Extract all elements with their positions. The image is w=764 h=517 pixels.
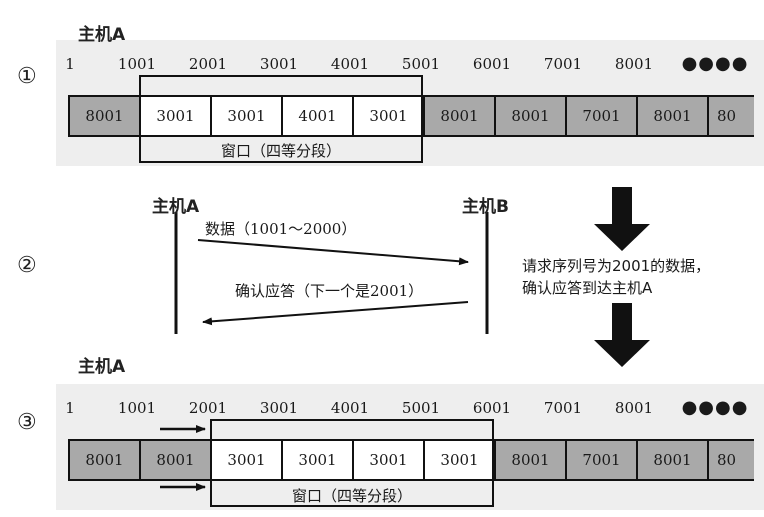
step-3-marker: ③ xyxy=(17,410,37,435)
top-window-label: 窗口（四等分段） xyxy=(220,142,342,160)
top-window-segment: 3001 xyxy=(210,95,281,137)
bottom-window-segment: 3001 xyxy=(210,439,281,481)
top-seq-number: 2001 xyxy=(188,55,228,73)
step-down-arrow-upper xyxy=(594,187,650,251)
bottom-seq-number: 3001 xyxy=(259,399,299,417)
top-seq-number: 6001 xyxy=(472,55,512,73)
top-window-segment: 3001 xyxy=(139,95,210,137)
top-segment: 8001 xyxy=(423,95,494,137)
bottom-segment: 7001 xyxy=(565,439,636,481)
top-seq-number: 8001 xyxy=(614,55,654,73)
bottom-segment: 8001 xyxy=(494,439,565,481)
bottom-seq-number: 1001 xyxy=(117,399,157,417)
top-window-segment: 4001 xyxy=(281,95,352,137)
step-2-marker: ② xyxy=(17,253,37,278)
ack-note-line-1: 请求序列号为2001的数据， xyxy=(522,257,711,275)
bottom-host-a-label: 主机A xyxy=(78,357,126,377)
bottom-continuation-dots: ●●●● xyxy=(681,397,749,418)
top-segment: 7001 xyxy=(565,95,636,137)
bottom-seq-number: 5001 xyxy=(401,399,441,417)
top-segment: 8001 xyxy=(68,95,139,137)
bottom-seq-number: 1 xyxy=(65,399,75,417)
bottom-seq-number: 2001 xyxy=(188,399,228,417)
exchange-host-a-label: 主机A xyxy=(152,197,200,217)
top-seq-number: 1001 xyxy=(117,55,157,73)
top-seq-number: 5001 xyxy=(401,55,441,73)
top-host-a-label: 主机A xyxy=(78,25,126,45)
ack-note: 请求序列号为2001的数据， 确认应答到达主机A xyxy=(522,255,710,299)
top-seq-number: 4001 xyxy=(330,55,370,73)
top-seq-number: 3001 xyxy=(259,55,299,73)
bottom-segment: 8001 xyxy=(636,439,707,481)
ack-message-label: 确认应答（下一个是2001） xyxy=(235,282,424,300)
bottom-segment: 8001 xyxy=(68,439,139,481)
ack-arrow xyxy=(202,301,469,326)
bottom-segment: 80 xyxy=(707,439,754,481)
exchange-host-b-label: 主机B xyxy=(462,197,509,217)
top-seq-number: 7001 xyxy=(543,55,583,73)
data-message-label: 数据（1001～2000） xyxy=(205,220,357,238)
bottom-window-segment: 3001 xyxy=(281,439,352,481)
bottom-seq-number: 6001 xyxy=(472,399,512,417)
ack-note-line-2: 确认应答到达主机A xyxy=(522,279,653,297)
top-segment: 80 xyxy=(707,95,754,137)
top-continuation-dots: ●●●● xyxy=(681,53,749,74)
bottom-window-label: 窗口（四等分段） xyxy=(291,487,413,505)
bottom-seq-number: 8001 xyxy=(614,399,654,417)
top-segment: 8001 xyxy=(494,95,565,137)
bottom-seq-number: 4001 xyxy=(330,399,370,417)
bottom-segment: 8001 xyxy=(139,439,210,481)
top-window-segment: 3001 xyxy=(352,95,423,137)
data-arrow xyxy=(197,239,469,266)
step-down-arrow-lower xyxy=(594,303,650,367)
bottom-window-segment: 3001 xyxy=(352,439,423,481)
step-1-marker: ① xyxy=(17,64,37,89)
top-seq-number: 1 xyxy=(65,55,75,73)
bottom-window-segment: 3001 xyxy=(423,439,494,481)
bottom-seq-number: 7001 xyxy=(543,399,583,417)
top-segment: 8001 xyxy=(636,95,707,137)
